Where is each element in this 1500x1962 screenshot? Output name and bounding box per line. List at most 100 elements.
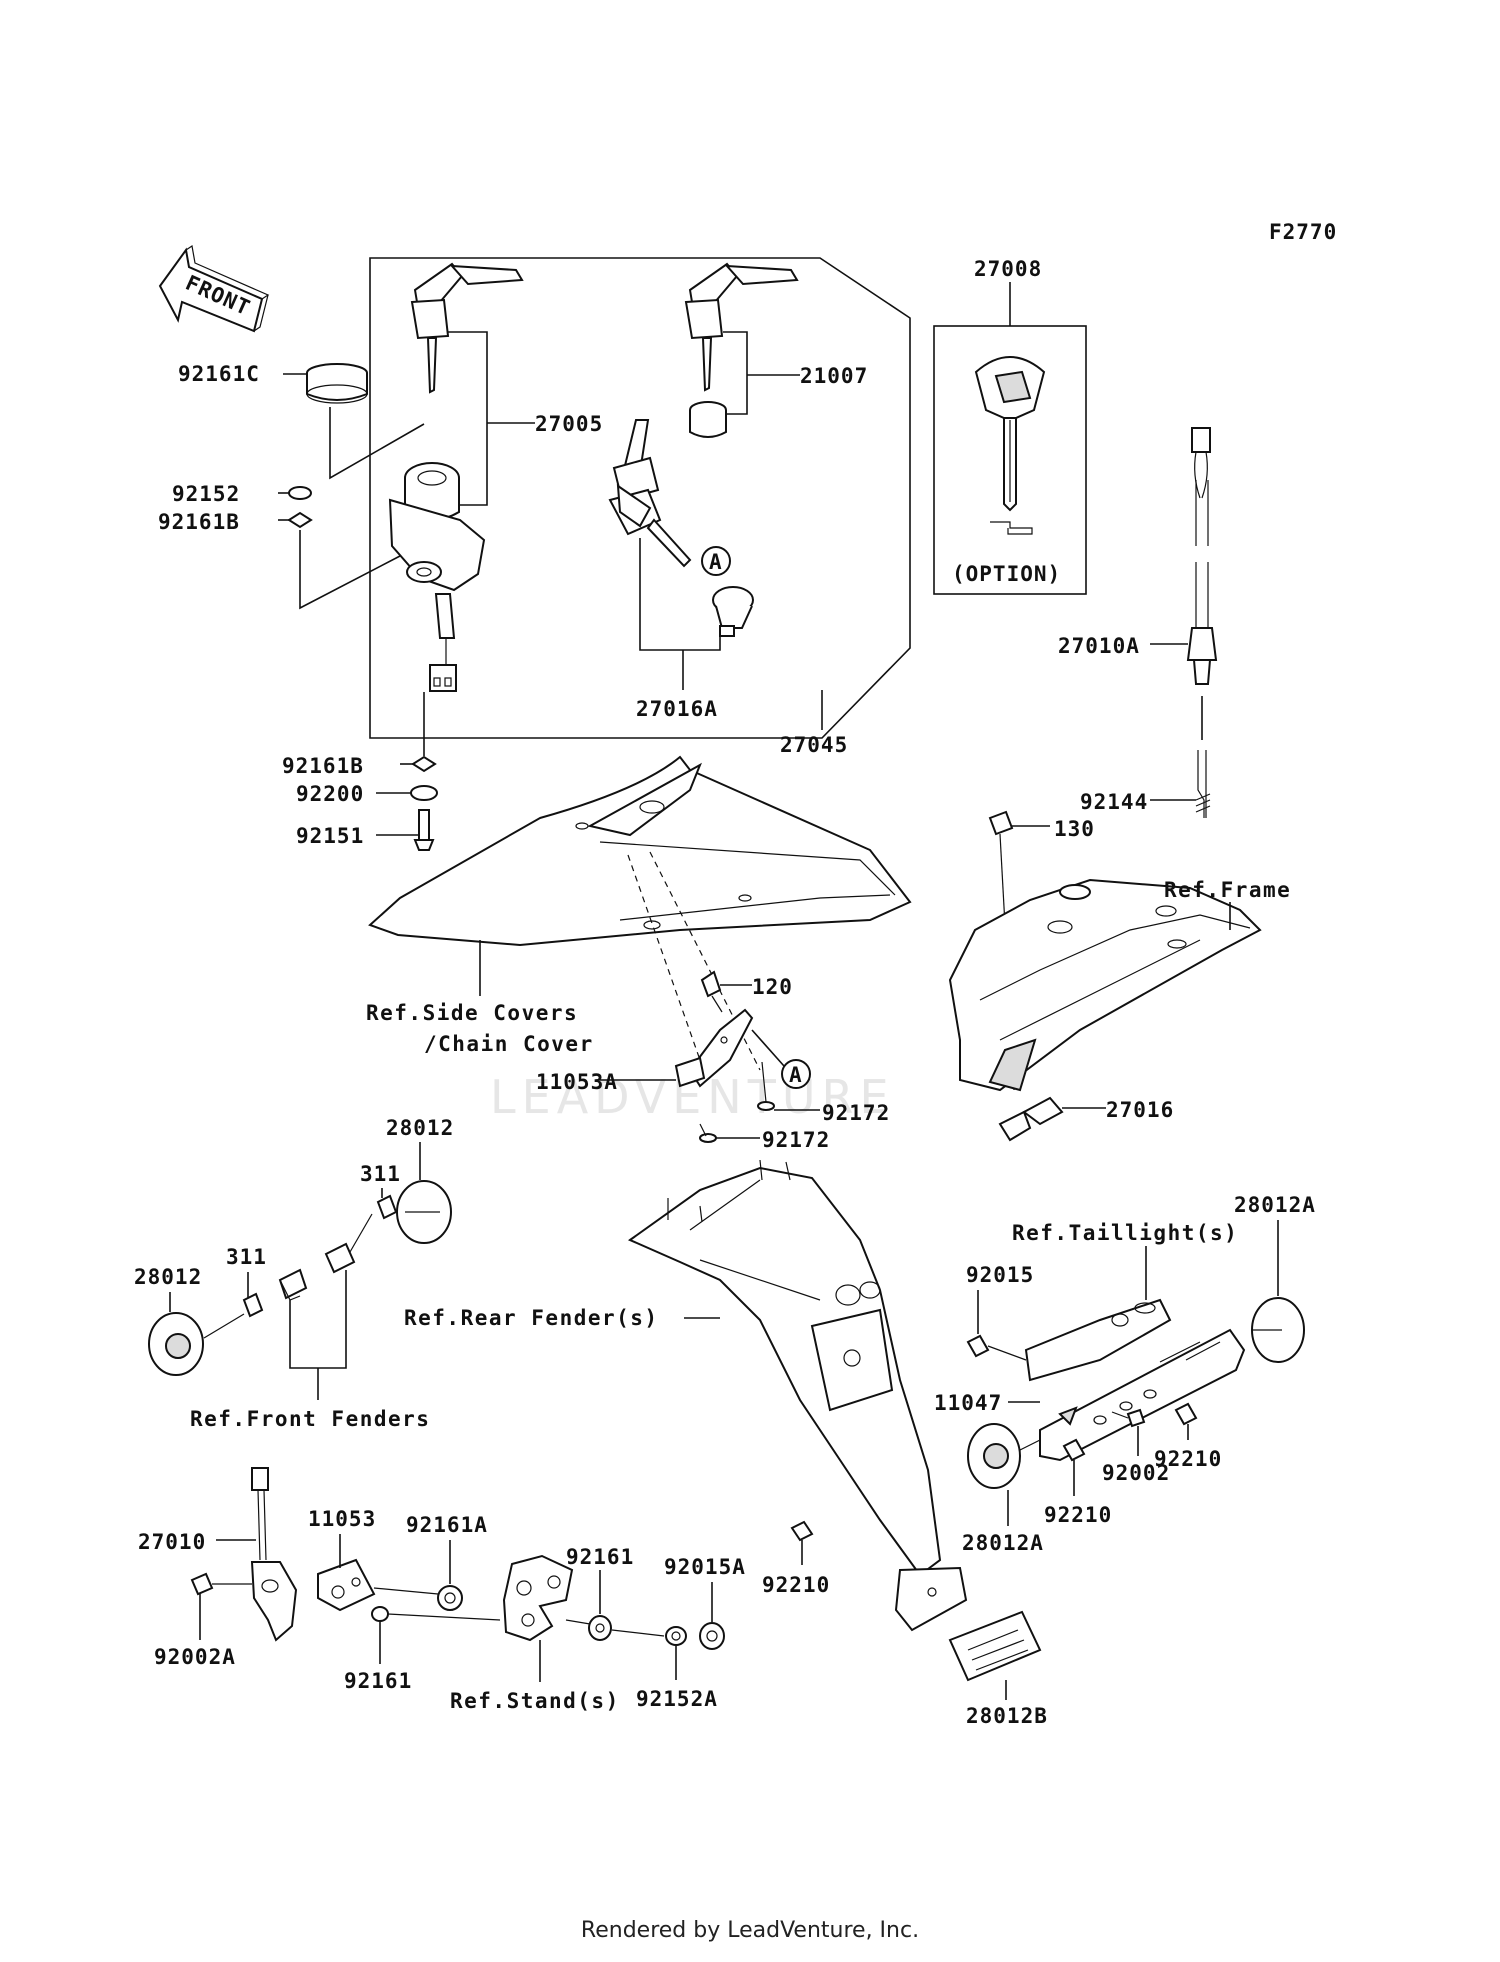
washer-92161-bottom — [371, 1606, 389, 1622]
reflector-28012a-top — [1251, 1297, 1305, 1363]
callout-a-top — [701, 546, 731, 576]
reflector-28012-top — [396, 1180, 452, 1244]
label-130: 130 — [1054, 817, 1095, 841]
screw-92172-a — [757, 1061, 775, 1111]
label-21007: 21007 — [800, 364, 868, 388]
label-92161a: 92161A — [406, 1513, 488, 1537]
footer-credit: Rendered by LeadVenture, Inc. — [580, 1918, 920, 1943]
side-cover-ref — [368, 755, 912, 947]
label-92200: 92200 — [296, 782, 364, 806]
nut-92210-right — [1174, 1402, 1198, 1426]
label-92002: 92002 — [1102, 1461, 1170, 1485]
label-28012-left: 28012 — [134, 1265, 202, 1289]
key-21007 — [684, 262, 799, 392]
label-92152: 92152 — [172, 482, 240, 506]
figure-code: F2770 — [1269, 220, 1337, 244]
ref-frame: Ref.Frame — [1164, 878, 1291, 902]
label-311-top: 311 — [360, 1162, 401, 1186]
ignition-switch-27005 — [388, 462, 486, 692]
label-92161c: 92161C — [178, 362, 260, 386]
nut-92015a — [699, 1622, 725, 1650]
switch-27010 — [250, 1467, 298, 1642]
label-92210-mid: 92210 — [1044, 1503, 1112, 1527]
switch-27010a — [1186, 427, 1218, 685]
spacer-right — [324, 1213, 373, 1274]
reflector-28012a-bottom — [967, 1423, 1021, 1489]
label-120: 120 — [752, 975, 793, 999]
nut-92210-mid — [1062, 1438, 1086, 1462]
screw-92002 — [1111, 1408, 1146, 1428]
nut-311-top — [376, 1194, 398, 1220]
nut-92210-low — [790, 1520, 814, 1542]
label-28012a-top: 28012A — [1234, 1193, 1316, 1217]
ref-front-fenders: Ref.Front Fenders — [190, 1407, 430, 1431]
washer-92161b-top — [287, 511, 313, 529]
frame-ref — [948, 878, 1262, 1092]
label-92015: 92015 — [966, 1263, 1034, 1287]
label-92161b-bottom: 92161B — [282, 754, 364, 778]
ref-side-covers: Ref.Side Covers — [366, 1001, 578, 1025]
key-27008 — [974, 356, 1046, 512]
plate-11053 — [317, 1558, 376, 1612]
label-311-left: 311 — [226, 1245, 267, 1269]
screw-92172-b — [699, 1123, 717, 1143]
label-27045: 27045 — [780, 733, 848, 757]
label-27010: 27010 — [138, 1530, 206, 1554]
keys-27016a — [608, 419, 692, 568]
label-92151: 92151 — [296, 824, 364, 848]
washer-92161b-bottom — [411, 755, 437, 773]
option-label: (OPTION) — [952, 562, 1061, 586]
ref-chain-cover: /Chain Cover — [424, 1032, 594, 1056]
ref-rear-fender: Ref.Rear Fender(s) — [404, 1306, 659, 1330]
label-27010a: 27010A — [1058, 634, 1140, 658]
bracket-11053a — [674, 1008, 754, 1088]
label-27008: 27008 — [974, 257, 1042, 281]
collar-92161a — [437, 1585, 463, 1611]
label-92152a: 92152A — [636, 1687, 718, 1711]
callout-a-top-letter: A — [709, 550, 723, 574]
reflector-28012-left — [148, 1312, 204, 1376]
washer-92152a — [665, 1626, 687, 1646]
ref-stand: Ref.Stand(s) — [450, 1689, 620, 1713]
callout-a-bottom-letter: A — [789, 1063, 803, 1087]
washer-92161-top — [588, 1615, 612, 1641]
label-92161b-top: 92161B — [158, 510, 240, 534]
spacer-left — [278, 1268, 308, 1301]
nut-92015 — [966, 1334, 990, 1358]
lock-cylinder-21007 — [689, 401, 727, 438]
front-arrow-icon: FRONT — [158, 244, 270, 333]
lock-27016a — [712, 586, 754, 637]
dash-line-1 — [627, 854, 701, 1061]
label-27016: 27016 — [1106, 1098, 1174, 1122]
label-92172-a: 92172 — [822, 1101, 890, 1125]
washer-92200 — [410, 785, 438, 801]
label-11053a: 11053A — [536, 1070, 618, 1094]
label-27005: 27005 — [535, 412, 603, 436]
label-92210-right: 92210 — [1154, 1447, 1222, 1471]
plate-11047 — [1039, 1328, 1246, 1462]
label-92161-bottom: 92161 — [344, 1669, 412, 1693]
reflector-28012b — [948, 1610, 1042, 1682]
bolt-92002a — [190, 1572, 252, 1596]
label-11047: 11047 — [934, 1391, 1002, 1415]
taillight-bracket-ref — [1024, 1298, 1172, 1382]
label-92161-top: 92161 — [566, 1545, 634, 1569]
callout-a-bottom — [781, 1059, 811, 1089]
key-cut-symbol — [990, 521, 1033, 535]
ref-taillight: Ref.Taillight(s) — [1012, 1221, 1238, 1245]
stand-bracket-ref — [502, 1554, 574, 1642]
label-11053: 11053 — [308, 1507, 376, 1531]
label-28012b: 28012B — [966, 1704, 1048, 1728]
bracket-27016 — [998, 1096, 1064, 1142]
bolt-120 — [700, 970, 723, 1013]
nut-311-left — [242, 1292, 264, 1318]
label-28012-top: 28012 — [386, 1116, 454, 1140]
cap-92161c — [306, 363, 368, 404]
label-92015a: 92015A — [664, 1555, 746, 1579]
key-27005 — [410, 262, 524, 394]
label-92144: 92144 — [1080, 790, 1148, 814]
kit-boundary-27045 — [369, 257, 911, 739]
label-92210-low: 92210 — [762, 1573, 830, 1597]
label-27016a: 27016A — [636, 697, 718, 721]
